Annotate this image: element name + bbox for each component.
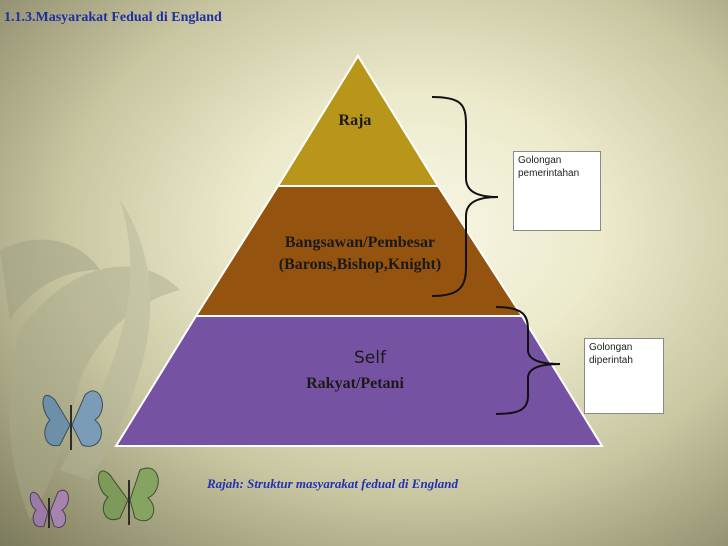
tier-label-bangsawan-line2: (Barons,Bishop,Knight) (278, 256, 442, 273)
ruled-class-textbox: Golongan diperintah (584, 338, 664, 414)
butterfly-icon (42, 390, 103, 450)
pyramid-tier-rakyat (114, 315, 604, 447)
ruling-class-brace (431, 96, 499, 297)
decorative-leaf-ornament (0, 200, 181, 520)
butterfly-icon (98, 467, 159, 525)
tier-label-self: Self (354, 348, 386, 368)
diagram-caption: Rajah: Struktur masyarakat fedual di Eng… (207, 476, 459, 491)
tier-label-bangsawan: Bangsawan/Pembesar (Barons,Bishop,Knight… (240, 232, 480, 276)
tier-label-raja: Raja (338, 112, 372, 129)
ruled-class-brace (495, 306, 561, 415)
tier-label-rakyat: Rakyat/Petani (306, 375, 404, 392)
slide-title: 1.1.3.Masyarakat Fedual di England (4, 10, 222, 25)
tier-label-bangsawan-line1: Bangsawan/Pembesar (284, 234, 436, 251)
ruling-class-textbox: Golongan pemerintahan (513, 151, 601, 231)
butterfly-icon (29, 489, 69, 528)
